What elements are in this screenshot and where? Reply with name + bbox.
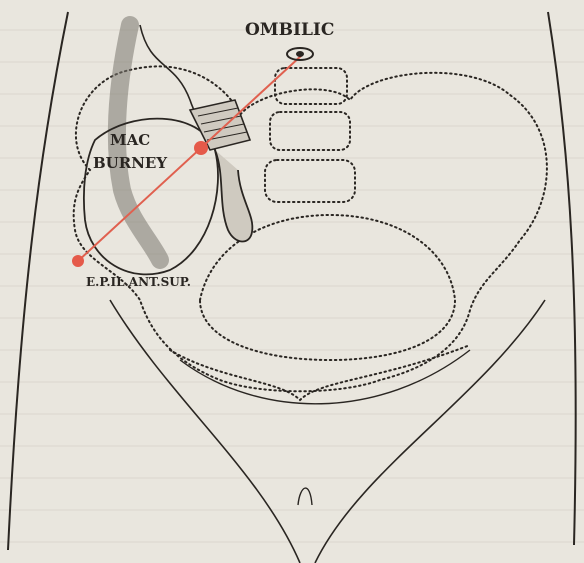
lower-ischium-dotted <box>170 345 470 400</box>
label-burney: BURNEY <box>93 154 167 172</box>
body-outline-right <box>548 12 576 545</box>
body-outline-left <box>8 12 68 550</box>
mcburney-point <box>194 141 208 155</box>
appendix <box>215 150 252 242</box>
pubic-contour <box>180 350 470 404</box>
thigh-line-left <box>110 300 300 563</box>
umbilicus-center <box>296 51 304 57</box>
label-iliac-spine: E.P.IL.ANT.SUP. <box>86 275 191 289</box>
thigh-line-right <box>315 300 545 563</box>
label-mac: MAC <box>110 131 150 149</box>
genital-fold <box>298 488 312 505</box>
iliac-spine-point <box>72 255 84 267</box>
label-ombilic: OMBILIC <box>245 20 334 40</box>
lumbar-vertebrae <box>265 68 355 202</box>
